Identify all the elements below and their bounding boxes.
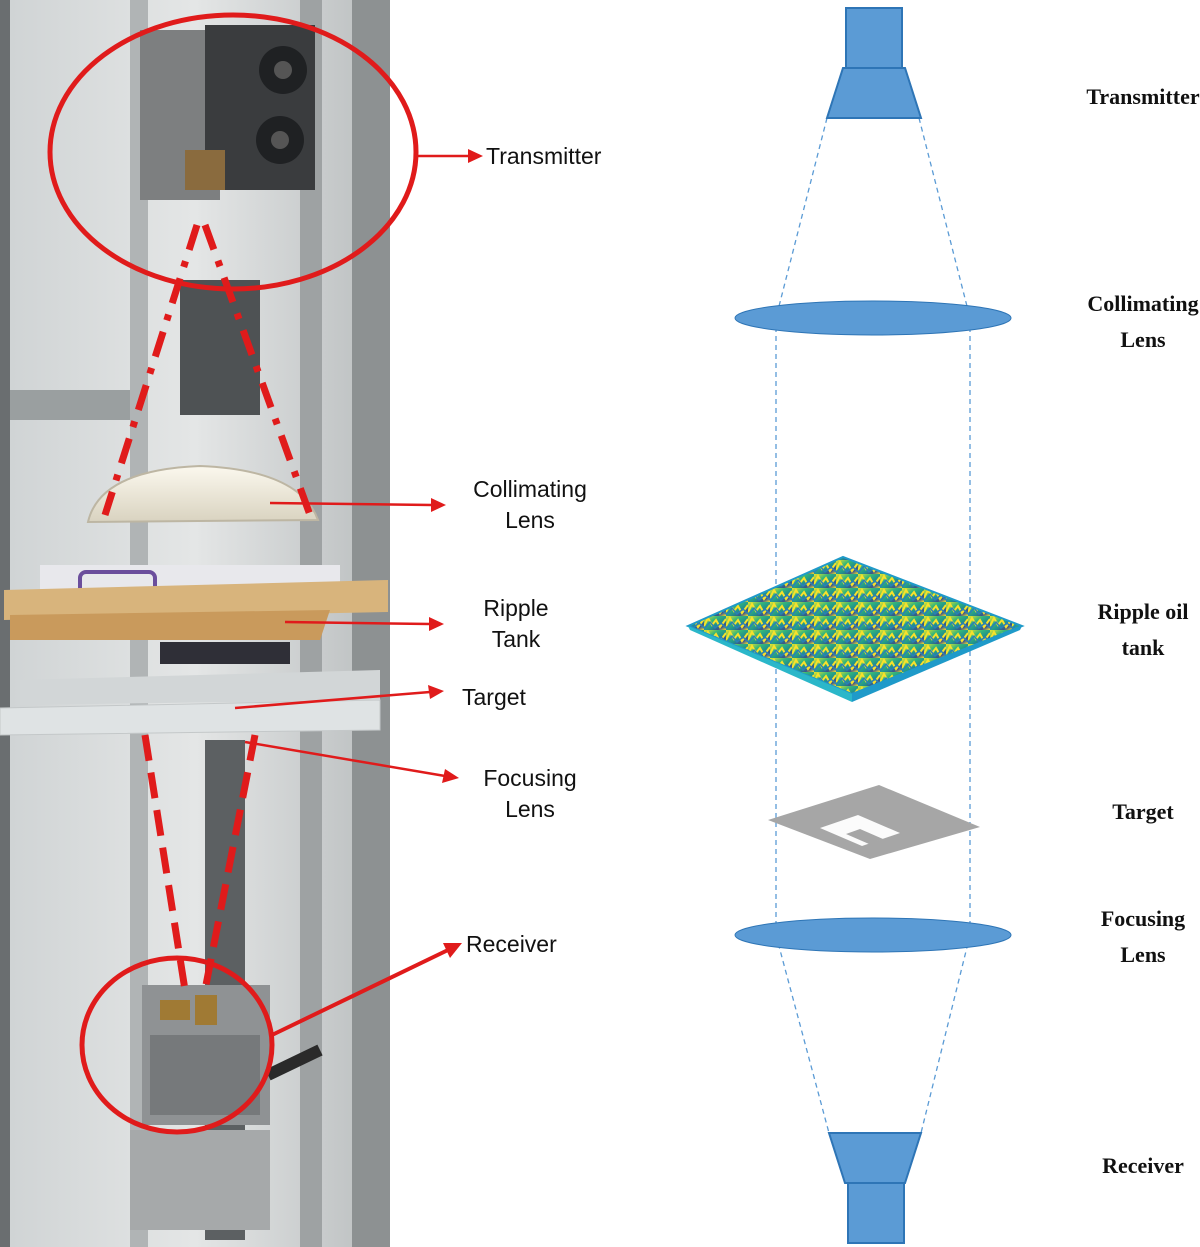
schematic-ripple-surface — [685, 555, 1025, 702]
photo-panel — [0, 0, 483, 1247]
photo-arrows — [234, 149, 483, 1037]
schematic-label-ripple-line2: tank — [1122, 635, 1166, 660]
photo-label-ripple-line1: Ripple — [483, 595, 548, 621]
schematic-receiver — [827, 1132, 923, 1244]
photo-label-ripple-line2: Tank — [492, 626, 541, 652]
schematic-label-focusing-line1: Focusing — [1101, 906, 1185, 931]
photo-receiver-circle — [79, 955, 275, 1135]
photo-label-target: Target — [462, 684, 527, 710]
photo-label-collimating-line1: Collimating — [473, 476, 587, 502]
schematic-label-collimating-line1: Collimating — [1087, 291, 1198, 316]
schematic-label-collimating-line2: Lens — [1120, 327, 1166, 352]
photo-transmitter-circle — [47, 12, 419, 292]
schematic-label-transmitter: Transmitter — [1086, 84, 1199, 109]
photo-labels: Transmitter Collimating Lens Ripple Tank… — [462, 143, 602, 957]
photo-shelf — [10, 390, 130, 420]
schematic-label-target: Target — [1112, 799, 1174, 824]
schematic-focusing-lens — [734, 917, 1012, 953]
photo-lower-frame — [20, 670, 380, 705]
schematic-panel — [685, 7, 1025, 1244]
photo-frame-left — [0, 0, 10, 1247]
photo-label-focusing-line2: Lens — [505, 796, 555, 822]
schematic-labels: Transmitter Collimating Lens Ripple oil … — [1086, 84, 1199, 1178]
photo-label-focusing-line1: Focusing — [483, 765, 576, 791]
photo-target-plate — [0, 699, 381, 736]
photo-beam-lines — [101, 223, 314, 517]
photo-receiver-device — [130, 985, 323, 1230]
schematic-label-focusing-line2: Lens — [1120, 942, 1166, 967]
schematic-label-ripple-line1: Ripple oil — [1097, 599, 1188, 624]
schematic-target — [768, 785, 980, 859]
schematic-transmitter — [825, 7, 923, 119]
photo-beam-lines-lower — [141, 734, 259, 991]
photo-transmitter-device — [140, 25, 315, 200]
photo-ripple-tank — [4, 565, 388, 664]
photo-label-transmitter: Transmitter — [486, 143, 602, 169]
schematic-collimating-lens — [734, 300, 1012, 336]
photo-label-collimating-line2: Lens — [505, 507, 555, 533]
photo-label-receiver: Receiver — [466, 931, 557, 957]
schematic-label-receiver: Receiver — [1102, 1153, 1184, 1178]
